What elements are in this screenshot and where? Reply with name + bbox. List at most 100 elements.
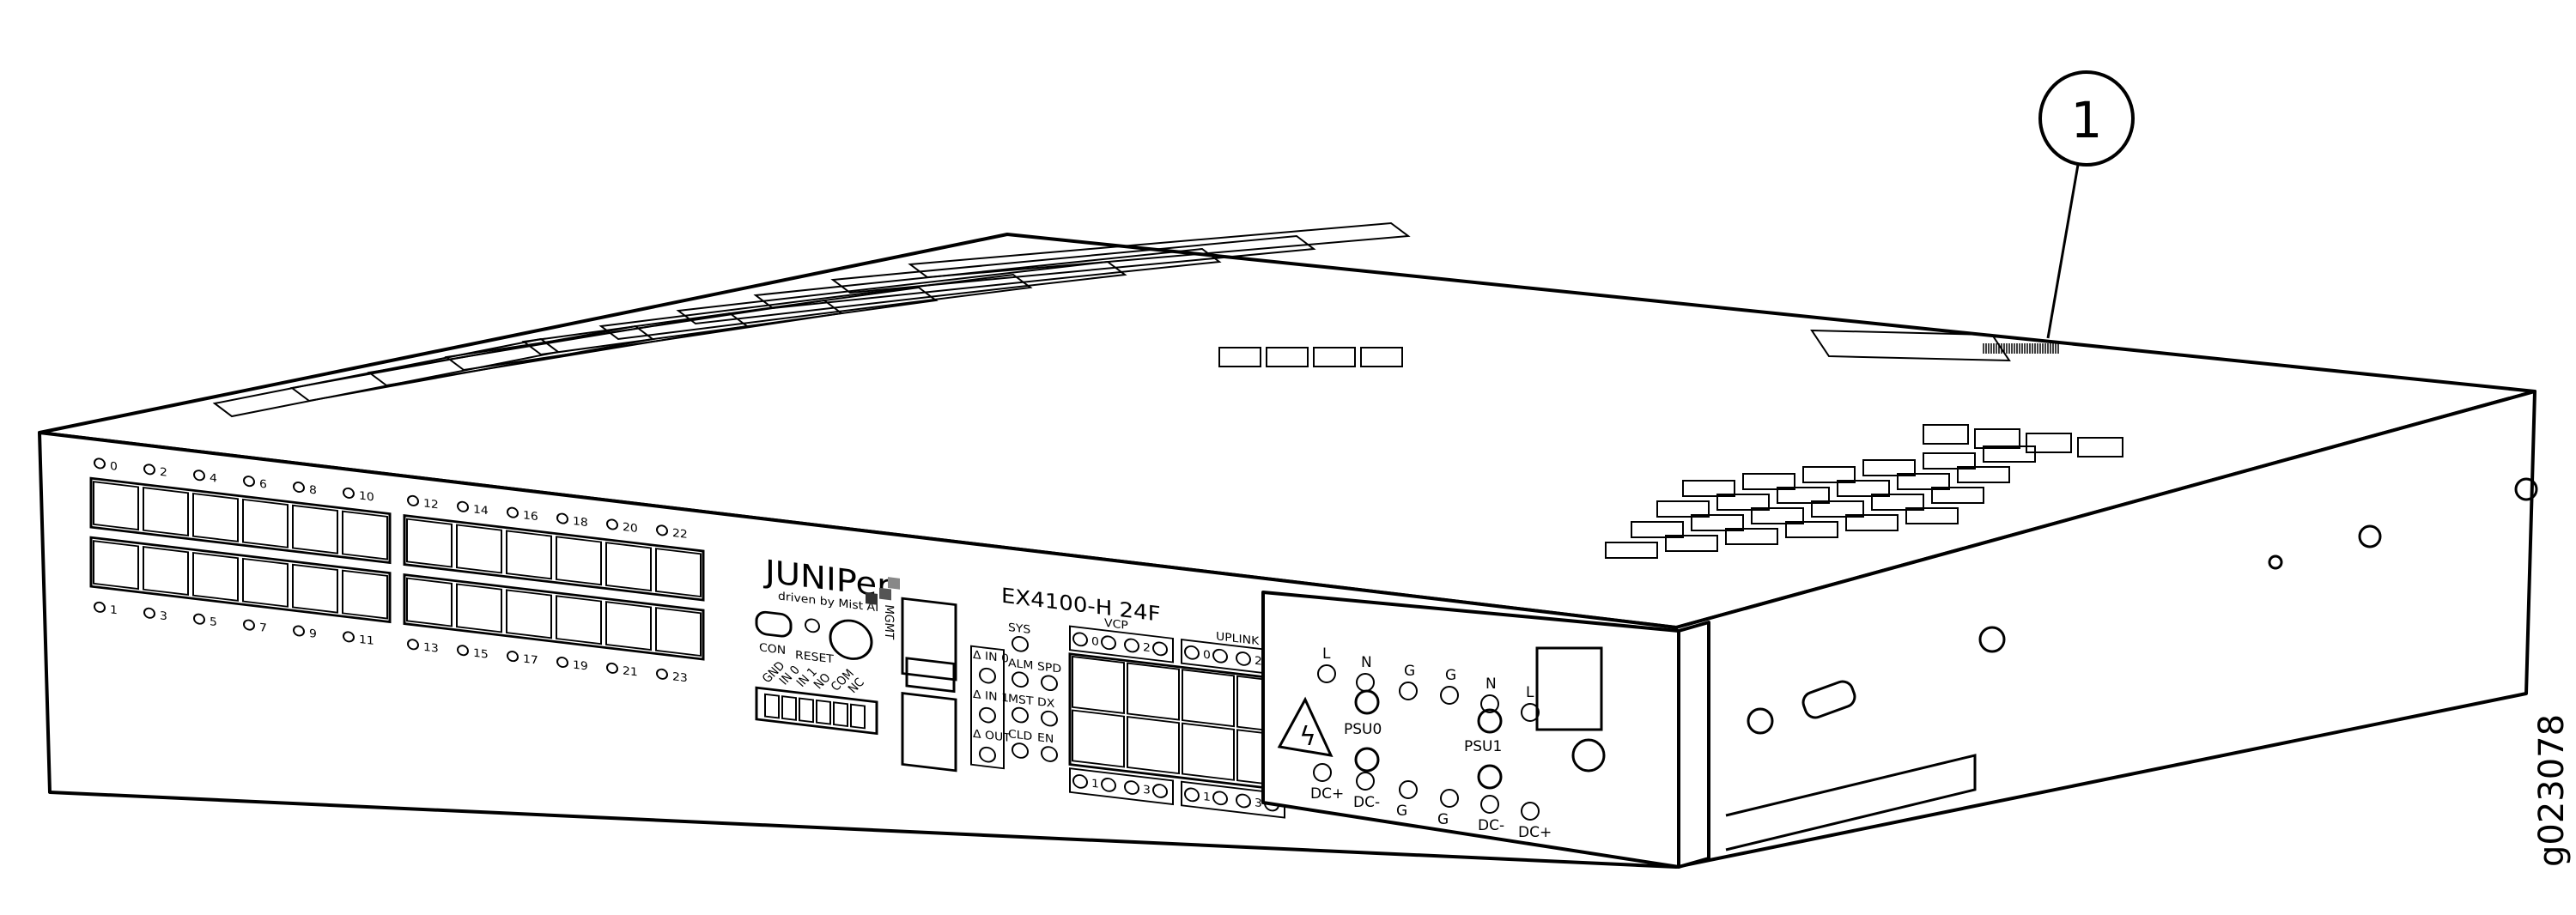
uplink-port[interactable]	[1182, 722, 1235, 781]
vcp-port[interactable]	[1127, 716, 1180, 775]
port-label-top: 2	[160, 465, 167, 479]
sfp-port[interactable]	[456, 524, 502, 574]
vcp-led-label: 3	[1143, 783, 1151, 797]
vent-hole	[1682, 480, 1735, 497]
vcp-port[interactable]	[1127, 662, 1180, 721]
top-serial-label	[1810, 329, 2011, 362]
sfp-port[interactable]	[192, 551, 239, 602]
status-led-label: MST	[1008, 692, 1034, 708]
uplink-led	[1184, 645, 1200, 660]
sfp-cage	[403, 514, 705, 602]
vent-hole	[1905, 507, 1959, 524]
sfp-port[interactable]	[342, 569, 388, 620]
reset-button[interactable]	[805, 618, 820, 633]
mode-button[interactable]	[829, 618, 873, 661]
vent-hole	[1802, 466, 1856, 483]
psu0-dc-terminal	[1399, 780, 1418, 799]
port-label-bottom: 3	[160, 609, 167, 623]
sfp-port[interactable]	[406, 577, 453, 627]
usb-port[interactable]	[905, 657, 956, 694]
reset-label: RESET	[795, 649, 835, 667]
mgmt-rj45-port[interactable]	[901, 597, 957, 682]
status-led-label: DX	[1037, 695, 1054, 711]
port-label-bottom: 13	[423, 640, 439, 655]
sfp-port[interactable]	[406, 518, 453, 568]
uplink-port[interactable]	[1182, 669, 1235, 728]
psu1-ac-terminal	[1480, 694, 1499, 713]
port-led	[243, 476, 255, 488]
psu0-dc-label: G	[1396, 803, 1407, 820]
port-led	[656, 668, 668, 680]
console-rj45-port[interactable]	[901, 692, 957, 773]
vcp-port[interactable]	[1072, 655, 1125, 714]
sfp-port[interactable]	[605, 542, 652, 592]
port-label-top: 22	[672, 526, 688, 541]
psu-thumbscrew[interactable]	[1571, 738, 1606, 773]
sfp-port[interactable]	[292, 504, 338, 554]
sfp-port[interactable]	[605, 601, 652, 651]
vent-hole	[1862, 459, 1916, 476]
vcp-title: VCP	[1104, 616, 1128, 633]
vent-slot	[521, 286, 939, 356]
status-led-label: ALM	[1008, 657, 1033, 673]
status-led	[1012, 671, 1029, 688]
psu1-dc-label: DC+	[1518, 824, 1552, 841]
sfp-port[interactable]	[93, 481, 139, 531]
port-led	[507, 651, 519, 663]
psu1-dc-terminal	[1521, 802, 1540, 821]
sfp-port[interactable]	[456, 583, 502, 633]
sfp-port[interactable]	[143, 546, 189, 596]
sfp-port[interactable]	[143, 487, 189, 536]
dc-inlet-icon	[1477, 764, 1503, 790]
port-label-top: 12	[423, 497, 439, 512]
vent-hole	[1811, 500, 1864, 518]
port-led	[343, 631, 355, 643]
sfp-port[interactable]	[242, 498, 289, 548]
port-led	[507, 506, 519, 518]
vcp-led	[1072, 632, 1088, 647]
sfp-port[interactable]	[655, 607, 702, 657]
psu1-ac-label: N	[1485, 676, 1497, 693]
port-led	[457, 645, 469, 657]
vcp-led-label: 0	[1091, 635, 1099, 649]
uplink-title: UPLINK	[1216, 630, 1260, 648]
callout-circle	[2038, 70, 2135, 167]
sfp-port[interactable]	[292, 563, 338, 614]
uplink-led	[1236, 651, 1251, 666]
sfp-port[interactable]	[655, 548, 702, 598]
port-label-top: 14	[473, 503, 489, 518]
sfp-port[interactable]	[506, 589, 552, 639]
console-usb-c-port[interactable]	[755, 610, 793, 638]
status-led	[1012, 742, 1029, 759]
sfp-port[interactable]	[342, 510, 388, 561]
vent-hole	[1725, 528, 1778, 545]
port-led	[293, 482, 305, 494]
vcp-led-box	[1069, 767, 1174, 806]
psu1-dc-terminal	[1440, 789, 1459, 808]
vent-hole	[1360, 347, 1403, 367]
port-led	[606, 518, 618, 530]
psu1-ac-terminal	[1440, 686, 1459, 705]
uplink-led-label: 1	[1203, 791, 1211, 804]
sfp-port[interactable]	[93, 540, 139, 591]
vcp-led-label: 1	[1091, 777, 1099, 791]
alarm-terminal-block	[755, 686, 878, 736]
alarm-led	[979, 746, 996, 763]
port-label-bottom: 11	[359, 633, 374, 647]
sfp-port[interactable]	[556, 595, 602, 645]
sfp-port[interactable]	[506, 530, 552, 580]
sfp-port[interactable]	[556, 536, 602, 586]
vent-hole	[1974, 428, 2020, 449]
psu0-ac-label: N	[1361, 654, 1372, 671]
vcp-led	[1152, 641, 1168, 657]
vent-hole	[1716, 494, 1770, 511]
status-led	[1041, 710, 1058, 727]
vent-hole	[1631, 521, 1684, 538]
vcp-led	[1072, 774, 1088, 789]
side-details	[1725, 477, 2538, 851]
psu1-ac-label: G	[1445, 667, 1456, 684]
sfp-port[interactable]	[242, 557, 289, 608]
alarm-led	[979, 667, 996, 684]
vcp-port[interactable]	[1072, 709, 1125, 768]
sfp-port[interactable]	[192, 492, 239, 542]
